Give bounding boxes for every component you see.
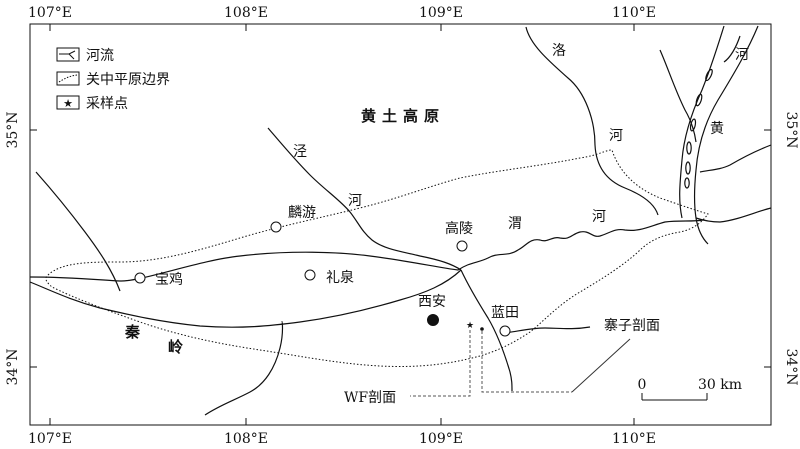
coord-right-34: 34°N: [783, 348, 799, 385]
tributary: [659, 49, 697, 143]
coord-top-107: 107°E: [28, 5, 72, 21]
baoji-marker: [134, 272, 146, 284]
legend-river-swatch: [56, 47, 80, 62]
yellow-river-bar: [705, 68, 713, 82]
tributary: [502, 326, 591, 334]
coord-left-34: 34°N: [5, 348, 21, 385]
coord-bottom-109: 109°E: [419, 431, 463, 447]
jing-river: [267, 127, 462, 271]
lantian-marker: [499, 325, 511, 337]
zhaizi-leader: [481, 331, 572, 393]
xian-label: 西安: [418, 294, 446, 310]
huang-river-label-1: 黄: [710, 120, 724, 137]
yellow-river-bar: [689, 118, 697, 132]
tributary: [29, 269, 462, 328]
luo-river-label-2: 河: [609, 128, 623, 144]
coord-top-110: 110°E: [612, 5, 656, 21]
scale-end-label: 30 km: [698, 377, 742, 393]
legend-sample-label: 采样点: [86, 96, 128, 112]
legend-boundary-label: 关中平原边界: [86, 72, 170, 88]
wf-leader: [410, 330, 471, 397]
tributary: [699, 144, 772, 173]
legend-sample-swatch: [56, 95, 80, 110]
yellow-river-bar: [684, 177, 690, 189]
yellow-river-east: [693, 25, 759, 245]
liquan-marker: [304, 269, 316, 281]
gaoling-marker: [456, 240, 468, 252]
luo-river-label-1: 洛: [552, 43, 566, 59]
map-frame: [29, 23, 772, 426]
scale-zero-label: 0: [638, 377, 647, 393]
zhaizi-pointer: [571, 338, 631, 393]
wei-river-label-1: 渭: [508, 216, 522, 232]
linyou-marker: [270, 221, 282, 233]
coord-top-108: 108°E: [224, 5, 268, 21]
legend-boundary-symbol: [58, 74, 78, 83]
coord-bottom-107: 107°E: [28, 431, 72, 447]
tributary: [35, 171, 121, 292]
wei-river-label-2: 河: [592, 209, 606, 225]
legend: 河流 关中平原边界 ★ 采样点: [56, 47, 170, 112]
yellow-river-bar: [685, 161, 691, 175]
coord-left-35: 35°N: [5, 111, 21, 148]
baoji-label: 宝鸡: [155, 271, 183, 288]
ticks: [30, 24, 771, 425]
rivers: [29, 25, 772, 416]
xian-marker: [427, 314, 439, 326]
coord-bottom-108: 108°E: [224, 431, 268, 447]
gaoling-label: 高陵: [445, 220, 473, 237]
jing-river-label-1: 泾: [293, 144, 307, 160]
wf-section-label: WF剖面: [344, 390, 396, 406]
zhaizi-sample-dot: [480, 327, 484, 331]
tributary: [204, 321, 284, 416]
qinling-label-1: 秦: [124, 323, 146, 341]
huang-river-label-2: 河: [735, 47, 749, 63]
yellow-river-bar: [686, 141, 692, 155]
legend-river-symbol: [59, 50, 76, 60]
liquan-label: 礼泉: [326, 269, 354, 286]
loess-plateau-label: 黄土高原: [361, 107, 445, 125]
qinling-label-2: 岭: [168, 338, 189, 356]
linyou-label: 麟游: [288, 205, 316, 221]
yellow-river-bar: [695, 93, 703, 107]
coord-right-35: 35°N: [783, 111, 799, 148]
coord-top-109: 109°E: [419, 5, 463, 21]
jing-river-label-2: 河: [348, 193, 362, 209]
legend-star-icon: ★: [63, 97, 73, 110]
legend-river-label: 河流: [86, 48, 114, 64]
tributary: [723, 35, 741, 63]
guanzhong-boundary: [45, 149, 709, 368]
tributary: [695, 207, 772, 223]
coord-bottom-110: 110°E: [612, 431, 656, 447]
lantian-label: 蓝田: [491, 305, 519, 321]
chan-river: [460, 269, 513, 392]
leader-lines: [410, 330, 572, 397]
wf-sample-star-icon: ★: [466, 321, 474, 331]
wei-river: [29, 219, 704, 282]
zhaizi-section-label: 寨子剖面: [604, 317, 660, 334]
luo-river: [525, 26, 659, 216]
scale-bar: [641, 393, 708, 401]
legend-boundary-swatch: [56, 71, 80, 86]
